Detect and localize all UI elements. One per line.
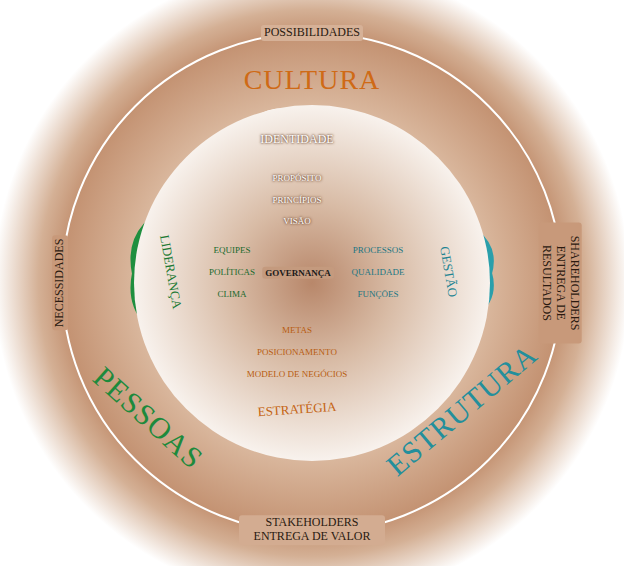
petal-item: PROPÓSITO xyxy=(273,173,322,183)
petal-heading: IDENTIDADE xyxy=(260,133,333,147)
node-shape xyxy=(62,33,562,533)
petal-item: MODELO DE NEGÓCIOS xyxy=(247,369,348,379)
petal-item: VISÃO xyxy=(283,216,311,226)
petal-item: POLÍTICAS xyxy=(209,267,255,277)
petal-item: PROCESSOS xyxy=(353,245,404,255)
petal-item: POSICIONAMENTO xyxy=(257,347,337,357)
petal-item: FUNÇÕES xyxy=(357,289,398,299)
petal-item: PRINCÍPIOS xyxy=(272,195,321,205)
ring-label: SHAREHOLDERS ENTREGA DE RESULTADOS xyxy=(538,223,581,344)
ring-label: STAKEHOLDERS ENTREGA DE VALOR xyxy=(239,515,385,545)
petal-item: CLIMA xyxy=(218,289,247,299)
ring-label: NECESSIDADES xyxy=(52,236,68,331)
petal-item: METAS xyxy=(282,325,312,335)
outer-ring: IDENTIDADEPROPÓSITOPRINCÍPIOSVISÃOLIDERA… xyxy=(62,33,562,533)
ring-outline xyxy=(62,33,562,533)
petal-item: QUALIDADE xyxy=(352,267,405,277)
center-label: GOVERNANÇA xyxy=(262,267,334,279)
ring-label: POSSIBILIDADES xyxy=(261,25,363,41)
petal-item: EQUIPES xyxy=(213,245,250,255)
ring-heading: CULTURA xyxy=(244,64,381,96)
